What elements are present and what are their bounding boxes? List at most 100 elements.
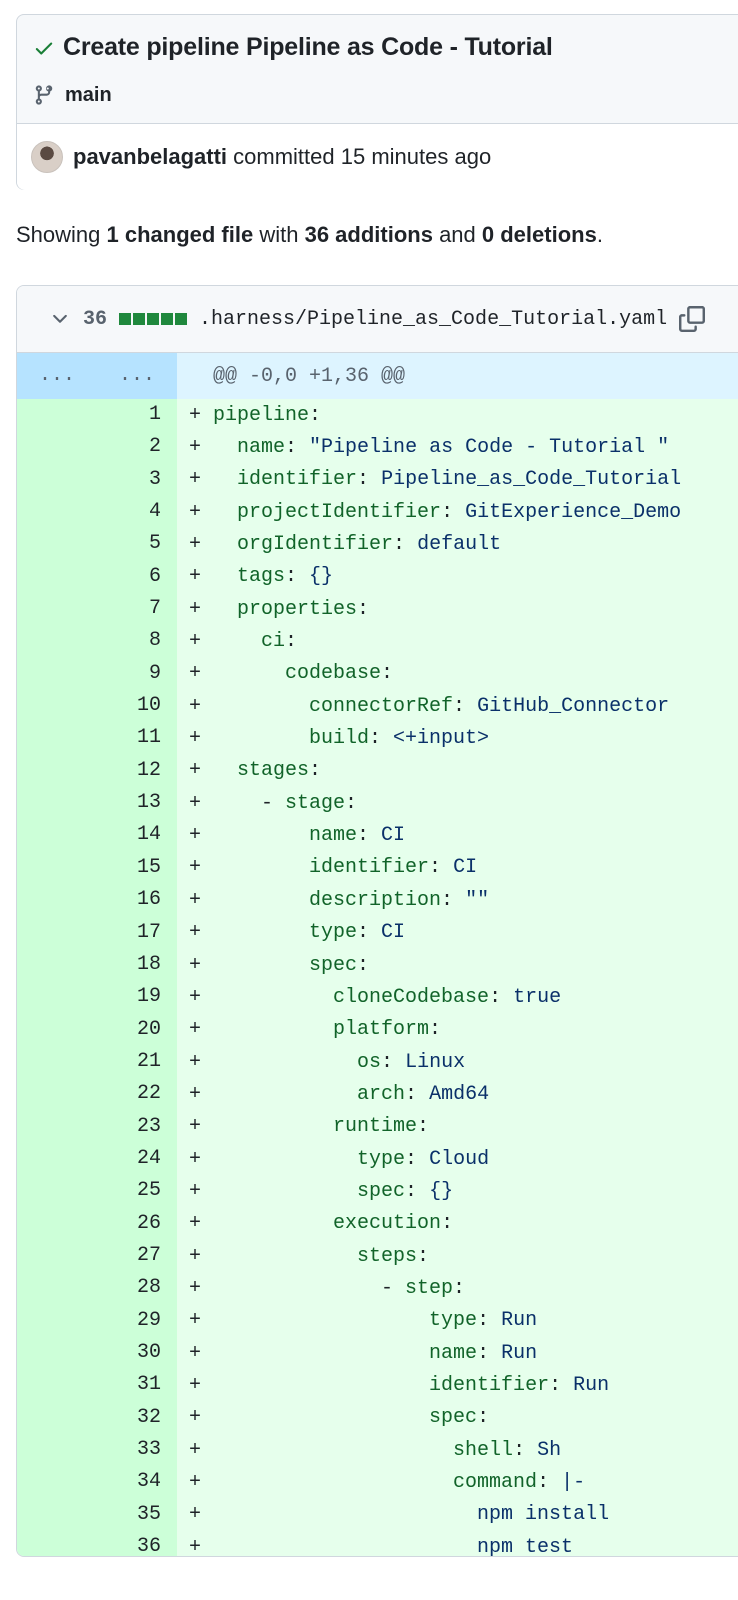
new-line-number[interactable]: 5 <box>97 528 177 561</box>
old-line-number[interactable] <box>17 657 97 691</box>
old-line-number[interactable] <box>17 787 97 820</box>
old-line-number[interactable] <box>17 1142 97 1176</box>
new-line-number[interactable]: 10 <box>97 690 177 723</box>
old-line-number[interactable] <box>17 1045 97 1079</box>
old-line-number[interactable] <box>17 593 97 626</box>
yaml-key: identifier <box>309 856 430 880</box>
old-line-number[interactable] <box>17 1272 97 1305</box>
new-line-number[interactable]: 8 <box>97 625 177 658</box>
old-line-number[interactable] <box>17 1369 97 1402</box>
old-line-number[interactable] <box>17 1498 97 1532</box>
diff-line: 31+ identifier: Run <box>17 1369 738 1402</box>
old-line-number[interactable] <box>17 1434 97 1467</box>
old-line-number[interactable] <box>17 851 97 885</box>
code-indent <box>213 598 237 621</box>
old-line-number[interactable] <box>17 560 97 594</box>
new-line-number[interactable]: 31 <box>97 1369 177 1402</box>
branch-name[interactable]: main <box>65 83 112 106</box>
yaml-separator: : <box>381 1050 406 1074</box>
new-line-number[interactable]: 19 <box>97 981 177 1014</box>
new-line-number[interactable]: 32 <box>97 1401 177 1434</box>
summary-changed: 1 changed file <box>106 222 254 247</box>
code-indent <box>213 1374 429 1397</box>
file-diff: 36 .harness/Pipeline_as_Code_Tutorial.ya… <box>16 285 738 1557</box>
code-indent: - <box>213 1276 406 1300</box>
new-line-number[interactable]: 13 <box>97 787 177 820</box>
old-line-number[interactable] <box>17 1304 97 1337</box>
copy-icon[interactable] <box>679 306 706 332</box>
new-line-number[interactable]: 18 <box>97 948 177 982</box>
code-line: + cloneCodebase: true <box>177 981 738 1014</box>
new-line-number[interactable]: 9 <box>97 657 177 691</box>
old-line-number[interactable] <box>17 722 97 755</box>
new-line-number[interactable]: 25 <box>97 1175 177 1208</box>
new-line-number[interactable]: 2 <box>97 431 177 464</box>
expand-old-button[interactable]: ... <box>17 353 97 399</box>
old-line-number[interactable] <box>17 1401 97 1434</box>
yaml-key: name <box>237 436 286 460</box>
old-line-number[interactable] <box>17 625 97 658</box>
old-line-number[interactable] <box>17 981 97 1014</box>
old-line-number[interactable] <box>17 1175 97 1208</box>
new-line-number[interactable]: 24 <box>97 1142 177 1176</box>
yaml-value: GitHub_Connector <box>477 694 670 718</box>
new-line-number[interactable]: 33 <box>97 1434 177 1467</box>
old-line-number[interactable] <box>17 690 97 723</box>
new-line-number[interactable]: 23 <box>97 1110 177 1143</box>
old-line-number[interactable] <box>17 1531 97 1556</box>
old-line-number[interactable] <box>17 754 97 788</box>
new-line-number[interactable]: 35 <box>97 1498 177 1532</box>
old-line-number[interactable] <box>17 1207 97 1240</box>
old-line-number[interactable] <box>17 463 97 497</box>
avatar[interactable] <box>31 141 63 173</box>
old-line-number[interactable] <box>17 399 97 432</box>
addition-marker: + <box>188 1438 201 1462</box>
yaml-separator: : <box>441 888 466 912</box>
new-line-number[interactable]: 22 <box>97 1078 177 1111</box>
new-line-number[interactable]: 11 <box>97 722 177 755</box>
diff-line: 4+ projectIdentifier: GitExperience_Demo <box>17 496 738 529</box>
old-line-number[interactable] <box>17 496 97 529</box>
old-line-number[interactable] <box>17 948 97 982</box>
new-line-number[interactable]: 28 <box>97 1272 177 1305</box>
chevron-down-icon[interactable] <box>49 308 71 330</box>
old-line-number[interactable] <box>17 819 97 852</box>
new-line-number[interactable]: 21 <box>97 1045 177 1079</box>
yaml-key: stages <box>237 759 310 783</box>
new-line-number[interactable]: 16 <box>97 884 177 917</box>
new-line-number[interactable]: 12 <box>97 754 177 788</box>
new-line-number[interactable]: 20 <box>97 1013 177 1046</box>
new-line-number[interactable]: 4 <box>97 496 177 529</box>
new-line-number[interactable]: 29 <box>97 1304 177 1337</box>
new-line-number[interactable]: 34 <box>97 1466 177 1499</box>
branch-row[interactable]: main <box>33 83 112 107</box>
new-line-number[interactable]: 36 <box>97 1531 177 1556</box>
old-line-number[interactable] <box>17 884 97 917</box>
old-line-number[interactable] <box>17 916 97 949</box>
new-line-number[interactable]: 7 <box>97 593 177 626</box>
file-path[interactable]: .harness/Pipeline_as_Code_Tutorial.yaml <box>199 307 668 331</box>
file-header: 36 .harness/Pipeline_as_Code_Tutorial.ya… <box>17 286 738 353</box>
code-indent <box>213 1051 357 1074</box>
new-line-number[interactable]: 30 <box>97 1336 177 1370</box>
old-line-number[interactable] <box>17 1013 97 1046</box>
new-line-number[interactable]: 17 <box>97 916 177 949</box>
new-line-number[interactable]: 15 <box>97 851 177 885</box>
new-line-number[interactable]: 26 <box>97 1207 177 1240</box>
addition-marker: + <box>188 1018 201 1042</box>
old-line-number[interactable] <box>17 1239 97 1273</box>
old-line-number[interactable] <box>17 1336 97 1370</box>
new-line-number[interactable]: 27 <box>97 1239 177 1273</box>
old-line-number[interactable] <box>17 528 97 561</box>
expand-new-button[interactable]: ... <box>97 353 177 399</box>
new-line-number[interactable]: 1 <box>97 399 177 432</box>
new-line-number[interactable]: 14 <box>97 819 177 852</box>
old-line-number[interactable] <box>17 1466 97 1499</box>
author-name[interactable]: pavanbelagatti <box>73 144 228 169</box>
old-line-number[interactable] <box>17 1110 97 1143</box>
old-line-number[interactable] <box>17 1078 97 1111</box>
new-line-number[interactable]: 6 <box>97 560 177 594</box>
old-line-number[interactable] <box>17 431 97 464</box>
yaml-separator: : <box>285 565 310 589</box>
new-line-number[interactable]: 3 <box>97 463 177 497</box>
